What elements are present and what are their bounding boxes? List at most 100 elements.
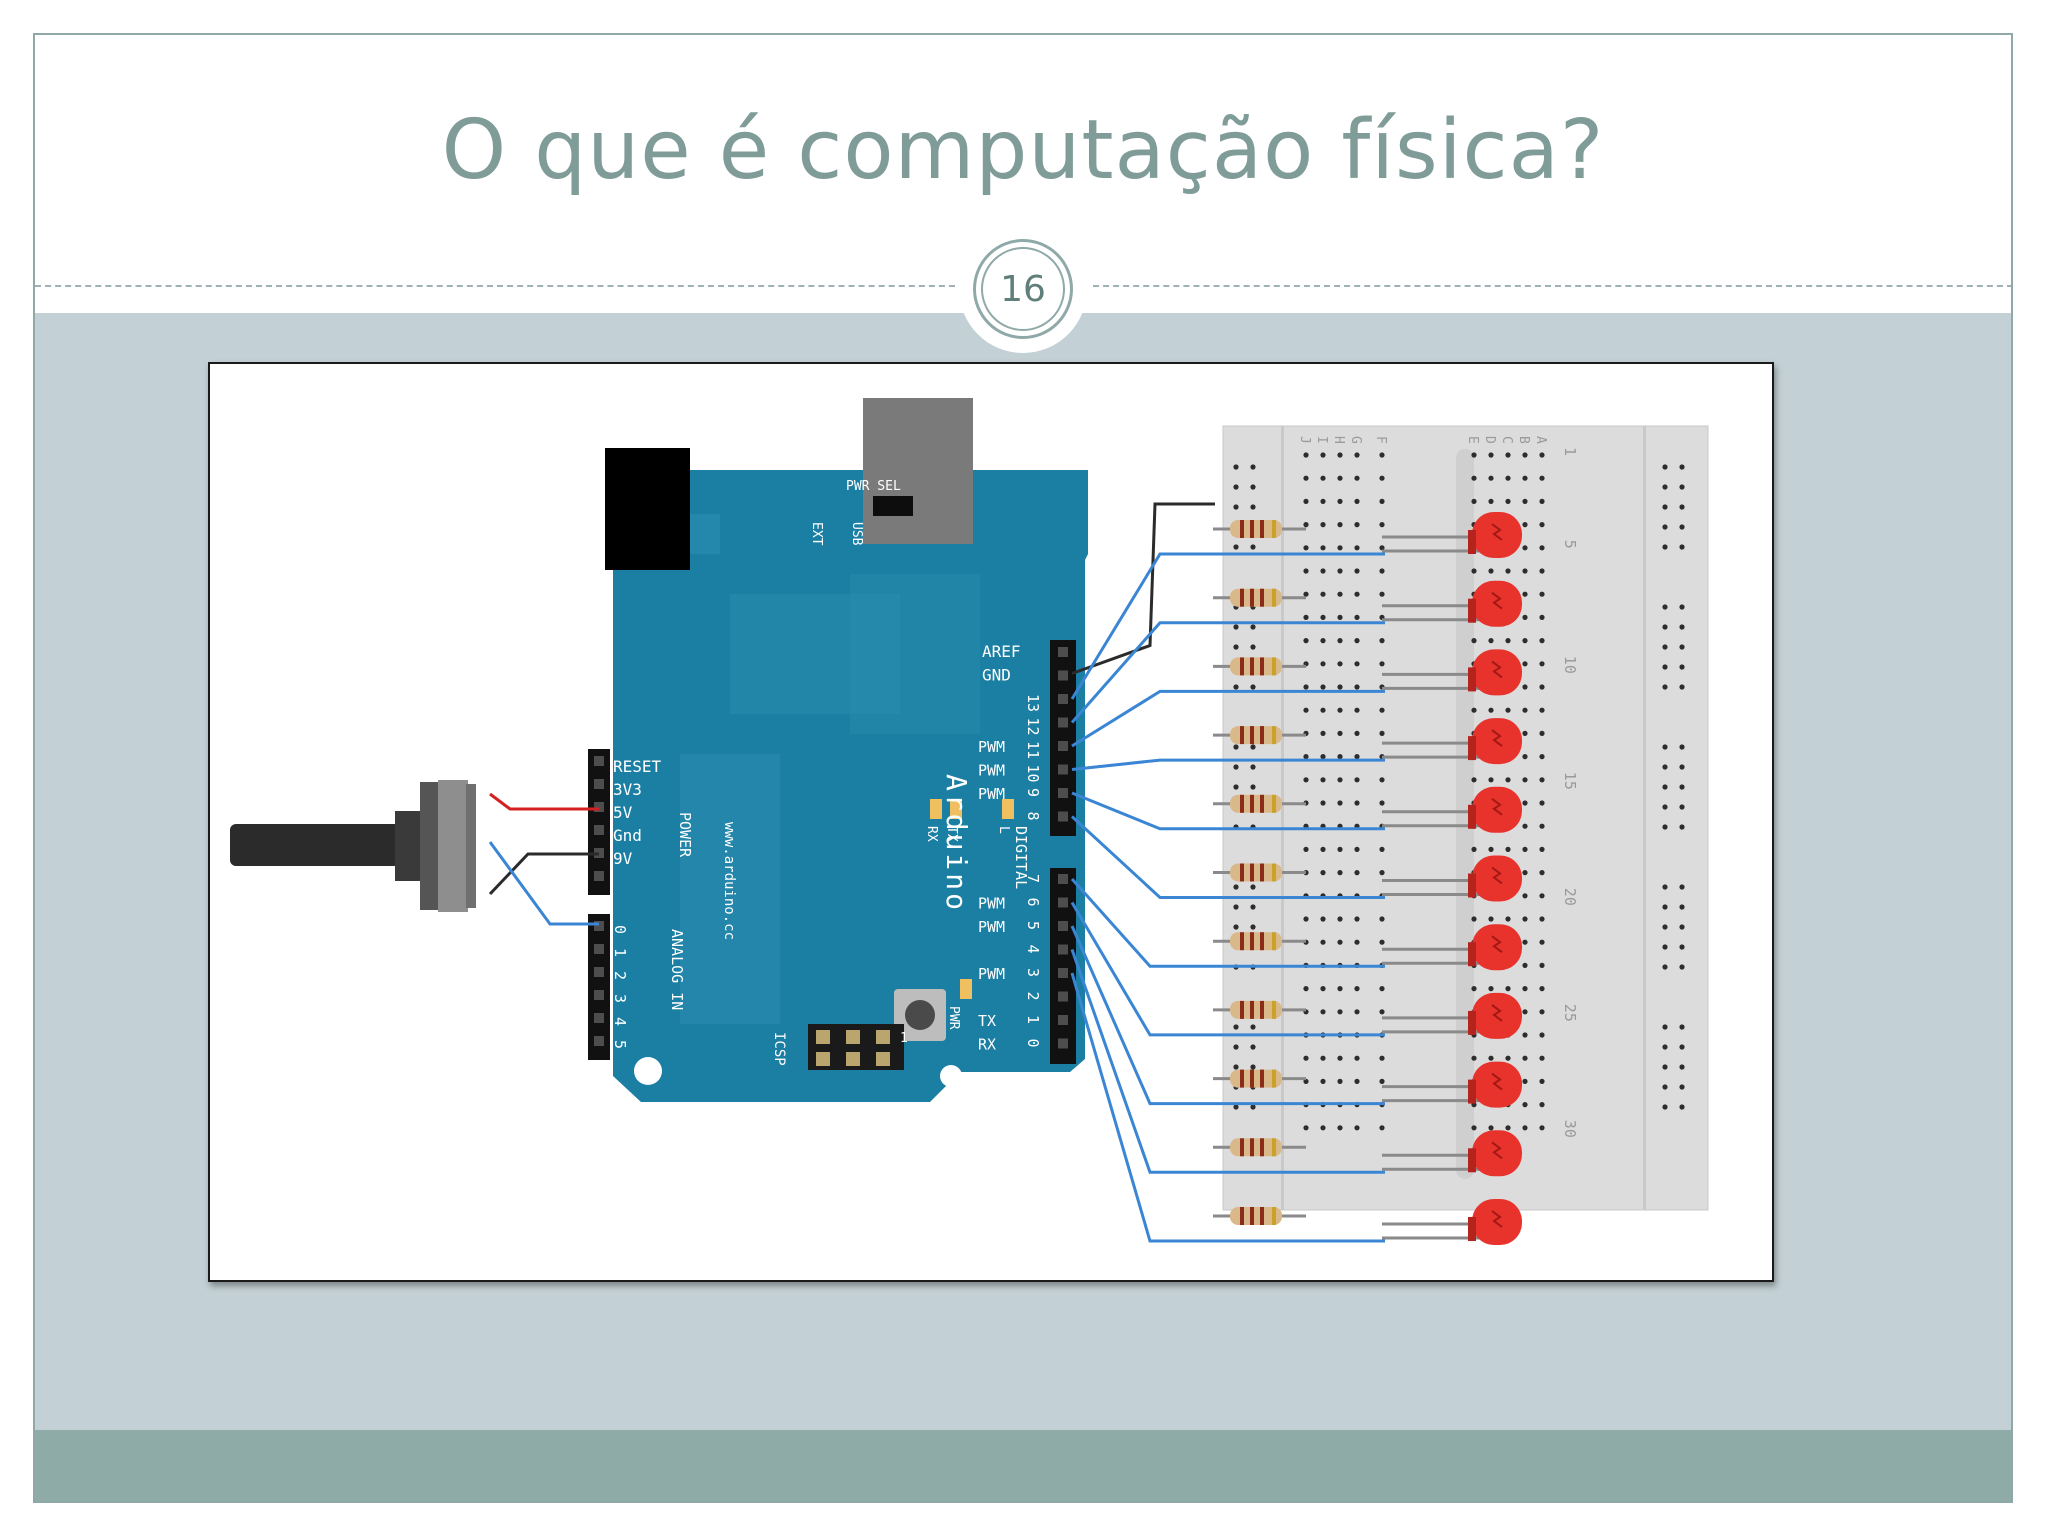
power-jack (605, 448, 690, 570)
status-led-label: TX (944, 826, 959, 842)
digital-label: DIGITAL (1012, 826, 1030, 889)
digital-pin-label: 3 (1024, 968, 1042, 977)
ground-wire (1071, 502, 1215, 675)
digital-pin-label: AREF (982, 642, 1021, 661)
power-pin-label: Gnd (613, 826, 642, 845)
status-led-label: RX (924, 826, 939, 842)
led (1472, 924, 1522, 971)
wires (488, 502, 1385, 1243)
power-pin-label: 9V (613, 849, 633, 868)
signal-wire (1070, 901, 1385, 1037)
pwm-label: PWM (978, 895, 1005, 913)
digital-pin-label: 10 (1024, 765, 1042, 783)
digital-pin-label: 2 (1024, 992, 1042, 1001)
divider-left (35, 285, 955, 287)
analog-pin-label: 3 (611, 994, 629, 1003)
signal-wire (1070, 552, 1385, 700)
analog-pin-label: 4 (611, 1017, 629, 1026)
digital-pin-label: 7 (1024, 874, 1042, 883)
breadboard-column-letter: I (1314, 436, 1329, 444)
signal-wire (1070, 877, 1385, 968)
led (1472, 855, 1522, 902)
signal-wire (1071, 758, 1385, 771)
analog-title: ANALOG IN (668, 929, 686, 1010)
breadboard-column-letter: D (1482, 436, 1497, 444)
digital-pin-label: 8 (1024, 812, 1042, 821)
pwm-label: PWM (978, 965, 1005, 983)
icsp-pin-one: 1 (900, 1031, 908, 1046)
breadboard-row-number: 15 (1561, 772, 1579, 790)
breadboard-row-number: 30 (1561, 1120, 1579, 1138)
breadboard-column-letter: F (1373, 436, 1388, 444)
breadboard-row-number: 25 (1561, 1004, 1579, 1022)
breadboard-column-letter: C (1499, 436, 1514, 444)
page-number: 16 (981, 247, 1065, 331)
signal-wire (1070, 972, 1385, 1243)
breadboard-column-letter: G (1348, 436, 1363, 444)
breadboard-row-number: 20 (1561, 888, 1579, 906)
analog-pin-label: 5 (611, 1040, 629, 1049)
digital-pin-label: 12 (1024, 718, 1042, 736)
power-pin-label: 3V3 (613, 780, 642, 799)
pwm-label: PWM (978, 762, 1005, 780)
signal-wire (1071, 791, 1385, 831)
pwm-label: RX (978, 1036, 996, 1054)
breadboard-row-number: 10 (1561, 656, 1579, 674)
breadboard-column-letter: J (1297, 436, 1312, 444)
pwm-label: PWM (978, 738, 1005, 756)
website-label: www.arduino.cc (721, 822, 737, 940)
led (1472, 992, 1522, 1039)
breadboard-column-letter: B (1516, 436, 1531, 444)
icsp-label: ICSP (771, 1032, 787, 1066)
usb-connector (863, 398, 973, 544)
power-pin-label: 5V (613, 803, 633, 822)
status-led-labels: RX TX L (924, 826, 1011, 842)
pwr-led-label: PWR (946, 1006, 961, 1030)
signal-wire (1070, 621, 1385, 724)
analog-pin-label: 2 (611, 971, 629, 980)
breadboard-row-number: 1 (1561, 447, 1579, 456)
status-led-label: L (996, 826, 1011, 834)
digital-pin-label: 1 (1024, 1015, 1042, 1024)
led (1472, 786, 1522, 833)
pwm-label: PWM (978, 785, 1005, 803)
breadboard-column-letter: H (1331, 436, 1346, 444)
analog-pin-label: 1 (611, 948, 629, 957)
led (1472, 1061, 1522, 1108)
signal-wire (1070, 925, 1385, 1106)
divider-right (1093, 285, 2011, 287)
ext-label: EXT (809, 522, 824, 546)
signal-wire (1070, 815, 1385, 899)
power-title: POWER (676, 812, 694, 858)
digital-header: AREFGND131211PWM10PWM9PWM876PWM5PWM43PWM… (978, 640, 1076, 1064)
digital-pin-label: GND (982, 666, 1011, 685)
usb-label: USB (849, 522, 864, 546)
digital-pin-label: 13 (1024, 694, 1042, 712)
potentiometer (230, 780, 476, 912)
led (1472, 1199, 1522, 1245)
power-pin-label: RESET (613, 757, 662, 776)
pwm-label: TX (978, 1012, 996, 1030)
ground-wire (488, 852, 599, 896)
breadboard-row-number: 5 (1561, 540, 1579, 549)
slide-title: O que é computação física? (441, 103, 1605, 198)
pwm-label: PWM (978, 918, 1005, 936)
digital-pin-label: 0 (1024, 1039, 1042, 1048)
footer-band (35, 1430, 2011, 1501)
led (1472, 718, 1522, 765)
digital-pin-label: 5 (1024, 921, 1042, 930)
analog-wire (488, 841, 599, 926)
digital-pin-label: 9 (1024, 788, 1042, 797)
digital-pin-label: 11 (1024, 741, 1042, 759)
arduino-logo: Arduino (940, 774, 973, 913)
leds-and-resistors (1213, 512, 1522, 1245)
signal-wire (1071, 689, 1385, 748)
pwr-sel-label: PWR SEL (846, 479, 901, 494)
digital-pin-label: 4 (1024, 945, 1042, 954)
